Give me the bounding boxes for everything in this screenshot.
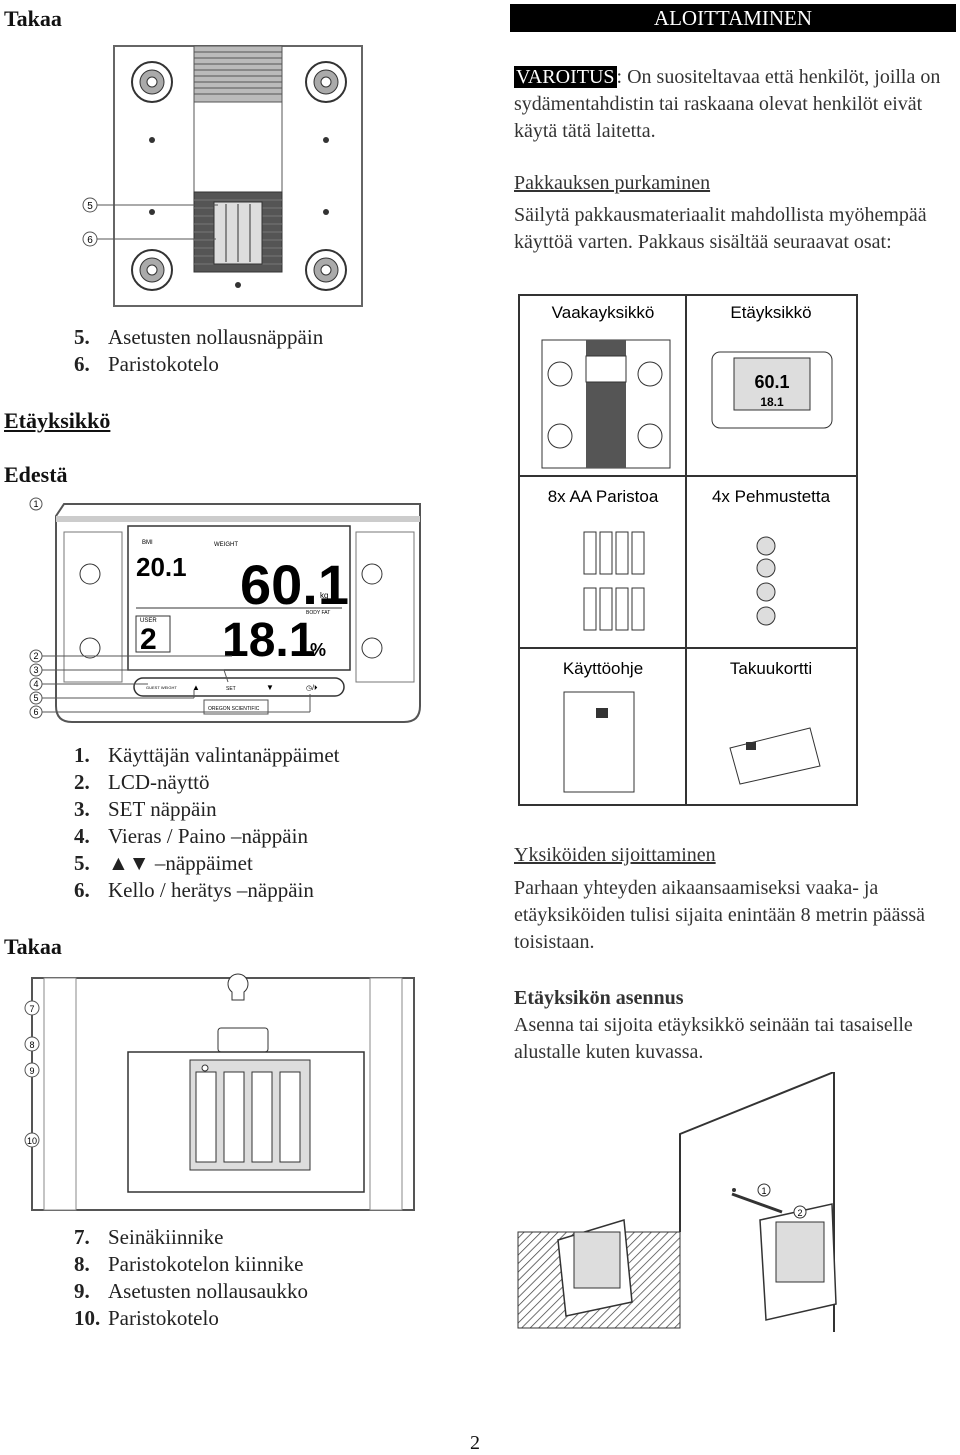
scale-back-diagram: 5 6 [82,45,363,307]
list-item: 10.Paristokotelo [74,1306,219,1330]
contents-table: Vaakayksikkö Etäyksikkö 8x AA Paristoa 4… [518,294,858,806]
front-parts-list: 1.Käyttäjän valintanäppäimet 2.LCD-näytt… [74,742,340,904]
svg-text:BODY FAT: BODY FAT [306,610,330,616]
svg-text:▲: ▲ [192,683,200,692]
callout-1: 1 [761,1186,766,1196]
unpack-heading: Pakkauksen purkaminen [514,172,711,194]
heading-edesta: Edestä [4,462,68,487]
list-item: 7.Seinäkiinnike [74,1225,224,1249]
cell-label: Käyttöohje [563,659,643,678]
svg-text:18.1: 18.1 [222,614,315,667]
svg-text:◷/⏵: ◷/⏵ [306,685,318,692]
warning-label: VAROITUS [514,66,617,88]
callout-1: 1 [33,499,38,509]
callout-3: 3 [33,665,38,675]
list-item: 5.Asetusten nollausnäppäin [74,325,324,349]
svg-text:60.1: 60.1 [240,553,349,616]
callout-2: 2 [33,651,38,661]
warning-text: : On suositeltavaa että henkilöt, joilla… [514,66,941,142]
svg-text:60.1: 60.1 [754,372,789,392]
warning-paragraph: VAROITUS: On suositeltavaa että henkilöt… [514,64,954,145]
placement-heading: Yksiköiden sijoittaminen [514,844,716,866]
callout-6: 6 [33,707,38,717]
svg-text:kg: kg [320,591,328,600]
callout-4: 4 [33,679,38,689]
callout-10: 10 [27,1136,37,1146]
callout-6: 6 [87,235,93,246]
svg-text:20.1: 20.1 [136,552,187,582]
callout-8: 8 [29,1040,34,1050]
list-item: 6.Paristokotelo [74,352,219,376]
svg-text:18.1: 18.1 [760,395,784,409]
remote-back-diagram: 7 8 9 10 [24,973,415,1211]
list-item: 8.Paristokotelon kiinnike [74,1252,304,1276]
back-parts-list: 7.Seinäkiinnike 8.Paristokotelon kiinnik… [74,1224,308,1332]
placement-text: Parhaan yhteyden aikaansaamiseksi vaaka-… [514,877,926,953]
heading-takaa-top: Takaa [4,6,62,31]
unpack-text: Säilytä pakkausmateriaalit mahdollista m… [514,204,927,253]
svg-text:▼: ▼ [266,683,274,692]
install-heading: Etäyksikön asennus [514,987,684,1009]
callout-5: 5 [87,201,93,212]
install-illustration: 1 2 [517,1072,837,1332]
svg-text:OREGON SCIENTIFIC: OREGON SCIENTIFIC [208,706,260,712]
heading-etayksikko: Etäyksikkö [4,408,111,433]
cell-label: Vaakayksikkö [552,303,655,322]
cell-label: 8x AA Paristoa [548,487,659,506]
scale-parts-list: 5.Asetusten nollausnäppäin 6.Paristokote… [74,324,323,378]
callout-5: 5 [33,693,38,703]
list-item: 1.Käyttäjän valintanäppäimet [74,743,340,767]
list-item: 2.LCD-näyttö [74,770,210,794]
callout-2: 2 [797,1208,802,1218]
list-item: 3.SET näppäin [74,797,217,821]
list-item: 9.Asetusten nollausaukko [74,1279,309,1303]
svg-text:2: 2 [140,623,157,656]
callout-9: 9 [29,1066,34,1076]
svg-text:GUEST WEIGHT: GUEST WEIGHT [146,685,177,690]
install-text: Asenna tai sijoita etäyksikkö seinään ta… [514,1014,913,1063]
remote-front-diagram: BMI 20.1 WEIGHT 60.1 kg BODY FAT USER 2 … [29,497,421,723]
list-item: 4.Vieras / Paino –näppäin [74,824,308,848]
heading-takaa-mid: Takaa [4,934,62,959]
svg-text:SET: SET [226,686,236,692]
cell-label: Takuukortti [730,659,812,678]
cell-label: Etäyksikkö [730,303,811,322]
page-number: 2 [470,1432,480,1454]
svg-text:WEIGHT: WEIGHT [214,542,238,548]
cell-label: 4x Pehmustetta [712,487,831,506]
svg-text:%: % [310,640,326,660]
svg-text:BMI: BMI [142,540,153,546]
list-item: 6.Kello / herätys –näppäin [74,878,314,902]
section-banner: ALOITTAMINEN [510,4,956,32]
callout-7: 7 [29,1004,34,1014]
svg-text:USER: USER [140,618,157,624]
list-item: 5.▲▼ –näppäimet [74,851,253,875]
